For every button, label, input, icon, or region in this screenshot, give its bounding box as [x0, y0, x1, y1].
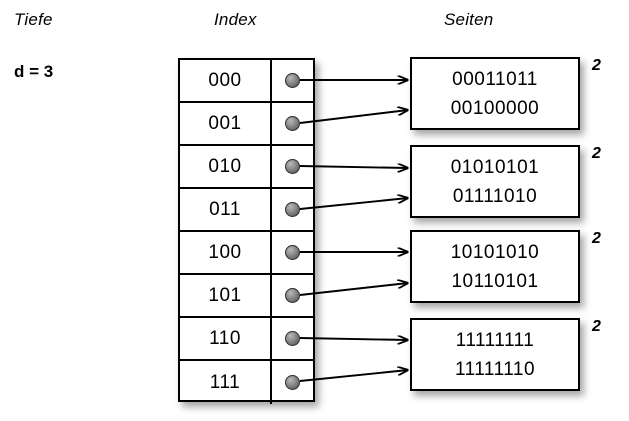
- index-key: 101: [180, 275, 272, 316]
- page-local-depth: 2: [592, 57, 601, 74]
- pointer-dot-icon: [285, 202, 300, 217]
- pointer-dot-icon: [285, 116, 300, 131]
- arrow-011-to-page-1: [299, 198, 408, 210]
- pointer-dot-icon: [285, 245, 300, 260]
- page-record: 10110101: [451, 270, 539, 292]
- arrow-101-to-page-2: [299, 283, 408, 296]
- index-key: 011: [180, 189, 272, 230]
- page-record: 10101010: [450, 241, 540, 263]
- arrow-001-to-page-0: [299, 110, 408, 124]
- arrow-110-to-page-3: [299, 338, 408, 340]
- index-row: 100: [180, 232, 313, 275]
- column-header-index: Index: [214, 10, 257, 29]
- index-row: 011: [180, 189, 313, 232]
- arrow-111-to-page-3: [299, 370, 408, 382]
- page-record: 11111111: [455, 329, 535, 351]
- index-pointer-cell: [272, 275, 313, 316]
- index-pointer-cell: [272, 318, 313, 359]
- pointer-dot-icon: [285, 159, 300, 174]
- page-box: 01010101 01111010: [410, 145, 580, 218]
- index-pointer-cell: [272, 232, 313, 273]
- index-key: 110: [180, 318, 272, 359]
- pointer-dot-icon: [285, 331, 300, 346]
- pointer-dot-icon: [285, 288, 300, 303]
- column-header-pages: Seiten: [444, 10, 494, 29]
- index-key: 100: [180, 232, 272, 273]
- page-box: 00011011 00100000: [410, 57, 580, 130]
- index-key: 010: [180, 146, 272, 187]
- index-pointer-cell: [272, 146, 313, 187]
- index-row: 010: [180, 146, 313, 189]
- index-pointer-cell: [272, 189, 313, 230]
- page-record: 01111010: [452, 185, 538, 207]
- page-local-depth: 2: [592, 230, 601, 247]
- index-row: 101: [180, 275, 313, 318]
- pointer-dot-icon: [285, 375, 300, 390]
- index-pointer-cell: [272, 361, 313, 404]
- column-header-depth: Tiefe: [14, 10, 53, 29]
- page-record: 00011011: [452, 68, 538, 90]
- index-row: 111: [180, 361, 313, 404]
- index-key: 000: [180, 60, 272, 101]
- index-key: 111: [180, 361, 272, 404]
- index-table: 000 001 010 011 100: [178, 58, 315, 404]
- page-local-depth: 2: [592, 145, 601, 162]
- index-pointer-cell: [272, 103, 313, 144]
- page-record: 00100000: [450, 97, 540, 119]
- index-row: 000: [180, 60, 313, 103]
- index-row: 110: [180, 318, 313, 361]
- page-record: 11111110: [454, 358, 536, 380]
- page-record: 01010101: [450, 156, 540, 178]
- page-box: 10101010 10110101: [410, 230, 580, 303]
- arrow-010-to-page-1: [299, 166, 408, 168]
- index-row: 001: [180, 103, 313, 146]
- depth-value: d = 3: [14, 62, 54, 81]
- index-pointer-cell: [272, 60, 313, 101]
- index-key: 001: [180, 103, 272, 144]
- page-local-depth: 2: [592, 318, 601, 335]
- page-box: 11111111 11111110: [410, 318, 580, 391]
- pointer-dot-icon: [285, 73, 300, 88]
